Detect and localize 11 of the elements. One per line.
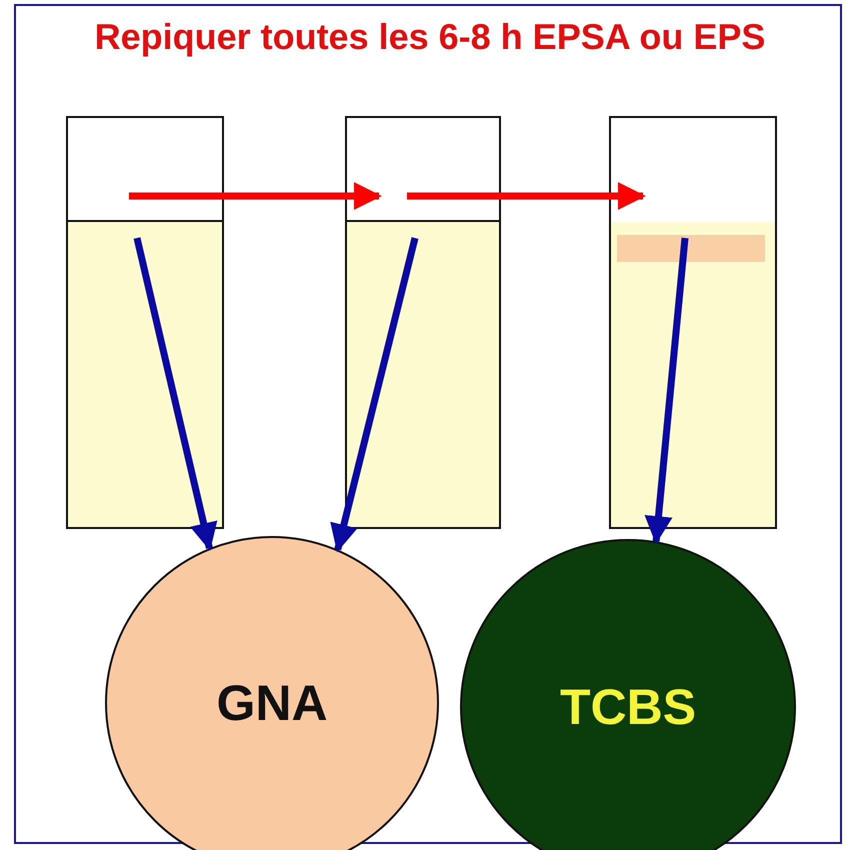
plate-label: GNA — [216, 674, 328, 732]
arrow — [330, 237, 418, 552]
test-tube-drawing — [345, 116, 501, 529]
title: Repiquer toutes les 6-8 h EPSA ou EPS — [94, 15, 766, 59]
plate-label: TCBS — [560, 678, 696, 736]
arrow — [129, 182, 382, 210]
test-tube-drawing — [609, 116, 777, 529]
arrow — [644, 238, 688, 544]
test-tube-drawing — [66, 116, 224, 529]
arrow — [134, 237, 218, 551]
arrow — [407, 182, 646, 210]
